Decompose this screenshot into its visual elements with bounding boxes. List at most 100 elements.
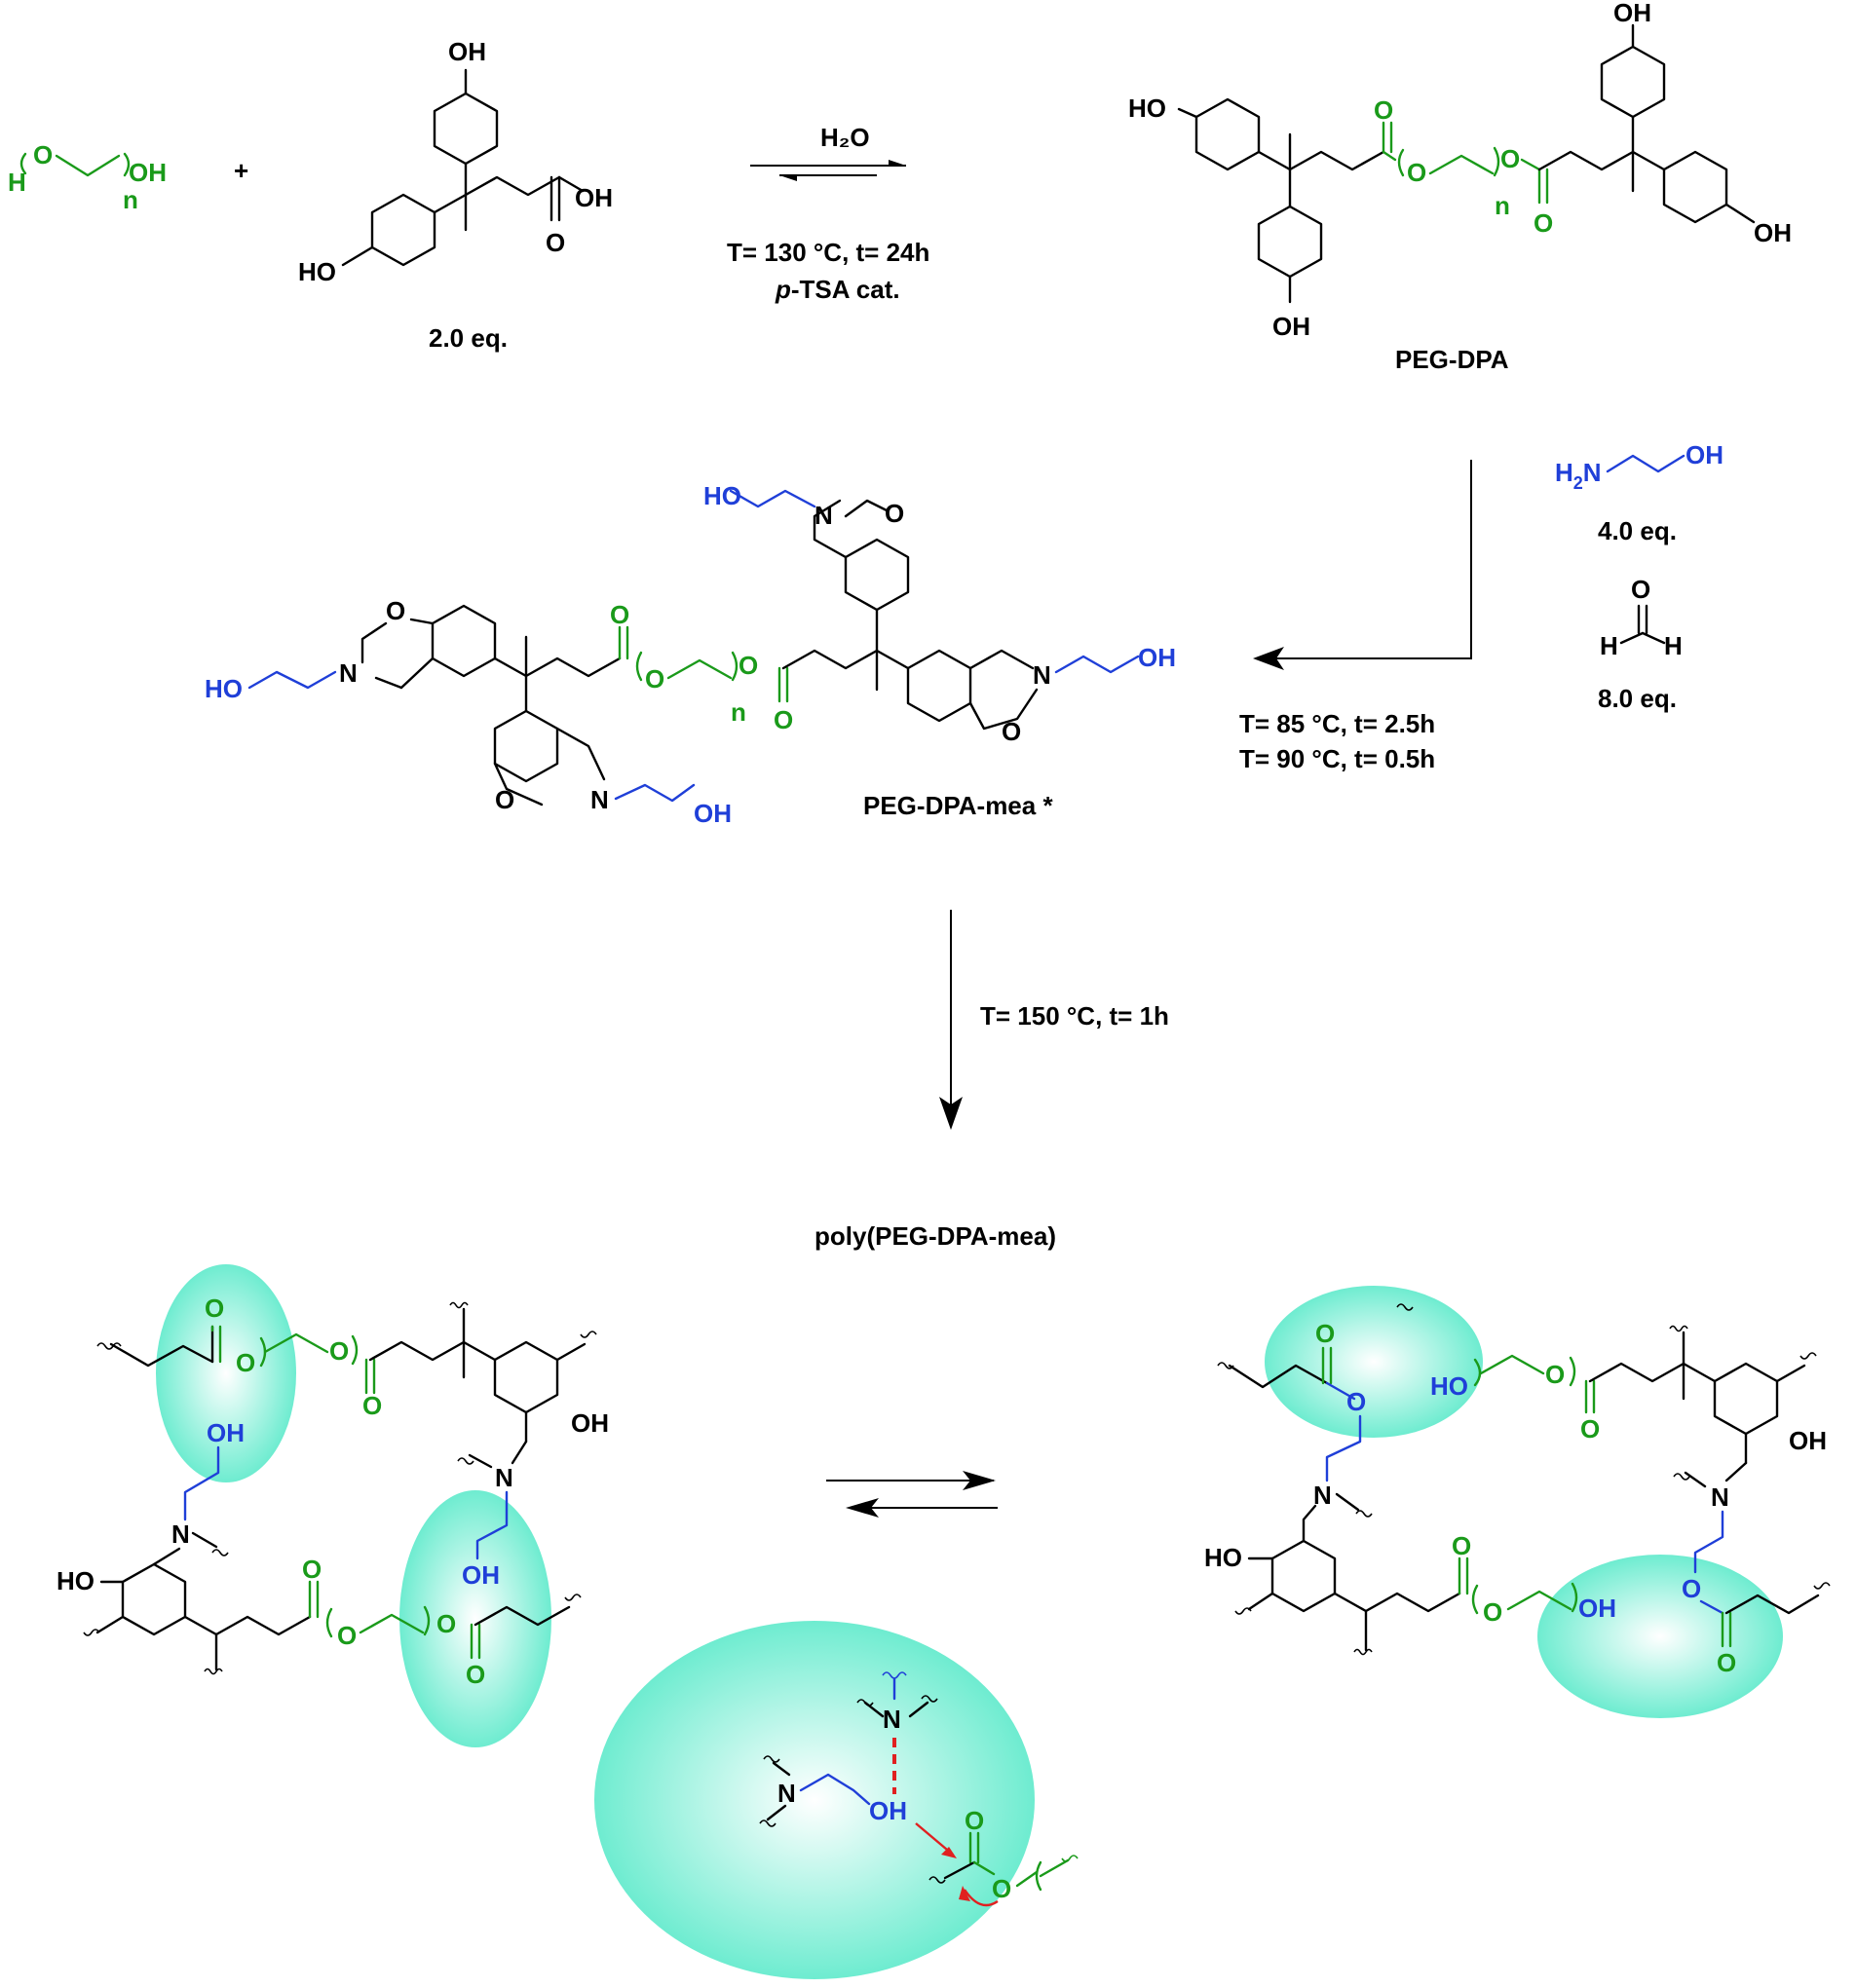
pegdpa-repeat-n: n bbox=[1495, 191, 1510, 220]
mech-n-top: N bbox=[883, 1705, 901, 1734]
left-ester-o1: O bbox=[236, 1348, 255, 1377]
left-carbonyl-o1: O bbox=[205, 1294, 224, 1323]
pegdpa-oh-bottom: OH bbox=[1272, 312, 1310, 341]
right-ho-ellipse3-h: HO bbox=[1430, 1371, 1468, 1401]
ethanolamine-oh: OH bbox=[1686, 440, 1723, 469]
mea-ho-left: HO bbox=[205, 674, 243, 703]
ethanolamine-h2n: H2N bbox=[1555, 458, 1602, 493]
arrow-step2 bbox=[1253, 460, 1472, 670]
dpa-carbonyl-o: O bbox=[546, 228, 565, 257]
highlight-ellipse-2 bbox=[399, 1490, 551, 1747]
pegdpa-carbonyl-o1: O bbox=[1374, 95, 1393, 125]
right-oh-ellipse4: OH bbox=[1578, 1594, 1616, 1623]
peg-reactant: H O OH n bbox=[8, 140, 167, 214]
formaldehyde-h-right: H bbox=[1664, 631, 1683, 660]
plus-sign: + bbox=[234, 156, 248, 185]
right-ester-o1: O bbox=[1346, 1387, 1366, 1416]
mea-oh-bottom: OH bbox=[694, 799, 732, 828]
pegdpa-ether-o: O bbox=[1407, 158, 1426, 187]
peg-dpa-mea-label: PEG-DPA-mea * bbox=[863, 791, 1053, 820]
pegdpa-ester-o: O bbox=[1500, 144, 1520, 173]
mea-carbonyl-o1: O bbox=[610, 600, 629, 629]
formaldehyde-reagent: O H H bbox=[1600, 575, 1683, 660]
step1-condition-temp: T= 130 °C, t= 24h bbox=[727, 238, 929, 267]
mea-o-bottom: O bbox=[495, 785, 514, 814]
mea-ether-o: O bbox=[645, 664, 664, 694]
mea-carbonyl-o2: O bbox=[774, 705, 793, 734]
highlight-ellipse-4 bbox=[1537, 1555, 1783, 1718]
mea-n-bottom: N bbox=[590, 785, 609, 814]
highlight-ellipse-1 bbox=[156, 1264, 296, 1482]
step3-condition: T= 150 °C, t= 1h bbox=[980, 1001, 1169, 1031]
left-phenol-oh-top: OH bbox=[571, 1408, 609, 1438]
formaldehyde-equiv: 8.0 eq. bbox=[1598, 684, 1677, 713]
dpa-acid-oh: OH bbox=[575, 183, 613, 212]
mea-n-right: N bbox=[1033, 660, 1051, 690]
poly-label: poly(PEG-DPA-mea) bbox=[814, 1221, 1056, 1251]
step2-condition-2: T= 90 °C, t= 0.5h bbox=[1239, 744, 1435, 773]
h2n-subscript: 2 bbox=[1573, 473, 1583, 493]
peg-dpa-mea-structure: HO N O O O n O O N O HO N O bbox=[205, 481, 1176, 828]
h2n-n: N bbox=[1583, 458, 1602, 487]
mea-n-left: N bbox=[339, 658, 358, 688]
right-phenol-ho: HO bbox=[1204, 1543, 1242, 1572]
equilibrium-arrow-network bbox=[826, 1471, 998, 1518]
peg-o-atom: O bbox=[33, 140, 53, 169]
right-ester-o2: O bbox=[1682, 1574, 1701, 1603]
right-carbonyl-o2: O bbox=[1452, 1531, 1471, 1560]
peg-dpa-label: PEG-DPA bbox=[1395, 345, 1509, 374]
mech-oh: OH bbox=[869, 1796, 907, 1825]
step1-condition-catalyst: p-TSA cat. bbox=[775, 275, 900, 304]
right-ether-o: O bbox=[1483, 1597, 1502, 1627]
left-ether-o2: O bbox=[337, 1621, 357, 1650]
formaldehyde-o: O bbox=[1631, 575, 1650, 604]
left-phenol-ho-bottom: HO bbox=[57, 1566, 95, 1595]
mea-o-right: O bbox=[1002, 717, 1021, 746]
pegdpa-oh-top: OH bbox=[1613, 0, 1651, 27]
left-n-top: N bbox=[495, 1463, 513, 1492]
right-carbonyl-o1: O bbox=[1315, 1319, 1335, 1348]
right-n-top: N bbox=[1711, 1482, 1729, 1512]
highlight-ellipse-mechanism bbox=[594, 1621, 1035, 1979]
dpa-equiv-label: 2.0 eq. bbox=[429, 323, 508, 353]
network-right: O O N HO O O OH HO O O bbox=[1204, 1303, 1831, 1677]
left-carbonyl-o4: O bbox=[466, 1660, 485, 1689]
catalyst-italic-p: p bbox=[775, 275, 791, 304]
mech-n-left: N bbox=[777, 1779, 796, 1808]
peg-dpa-structure: HO OH O O n O O OH OH bbox=[1128, 0, 1792, 341]
pegdpa-carbonyl-o2: O bbox=[1534, 208, 1553, 238]
left-ester-o3: O bbox=[436, 1609, 456, 1638]
right-carbonyl-o3: O bbox=[1580, 1414, 1600, 1444]
left-oh-ellipse1: OH bbox=[207, 1418, 245, 1447]
pegdpa-oh-right: OH bbox=[1754, 218, 1792, 247]
left-ether-o: O bbox=[329, 1336, 349, 1366]
mea-ho-top: HO bbox=[703, 481, 741, 510]
left-carbonyl-o2: O bbox=[362, 1391, 382, 1420]
mea-repeat-n: n bbox=[731, 697, 746, 727]
peg-repeat-n: n bbox=[123, 185, 138, 214]
equilibrium-arrow-step1 bbox=[750, 160, 906, 181]
right-n-mid: N bbox=[1313, 1481, 1332, 1510]
left-n-mid: N bbox=[171, 1519, 190, 1549]
ethanolamine-reagent: H2N OH bbox=[1555, 440, 1723, 493]
left-oh-ellipse2: OH bbox=[462, 1560, 500, 1590]
dpa-reactant: OH HO O OH bbox=[298, 37, 613, 286]
mea-o-top: O bbox=[885, 499, 904, 528]
mech-carbonyl-o: O bbox=[965, 1806, 984, 1835]
peg-h-atom: H bbox=[8, 168, 26, 197]
right-ether-o2: O bbox=[1545, 1360, 1565, 1389]
left-carbonyl-o3: O bbox=[302, 1555, 322, 1584]
mea-oh-right: OH bbox=[1138, 643, 1176, 672]
mech-ester-o: O bbox=[992, 1874, 1011, 1903]
step2-condition-1: T= 85 °C, t= 2.5h bbox=[1239, 709, 1435, 738]
pegdpa-ho-left: HO bbox=[1128, 94, 1166, 123]
right-phenol-oh-top: OH bbox=[1789, 1426, 1827, 1455]
peg-oh-group: OH bbox=[129, 158, 167, 187]
mea-n-top: N bbox=[814, 501, 833, 530]
step1-reagent-water: H₂O bbox=[820, 123, 870, 152]
mea-o-left: O bbox=[386, 596, 405, 625]
dpa-left-ho: HO bbox=[298, 257, 336, 286]
mea-ester-o: O bbox=[739, 651, 758, 680]
mechanism-inset: N OH N O O bbox=[759, 1671, 1079, 1907]
